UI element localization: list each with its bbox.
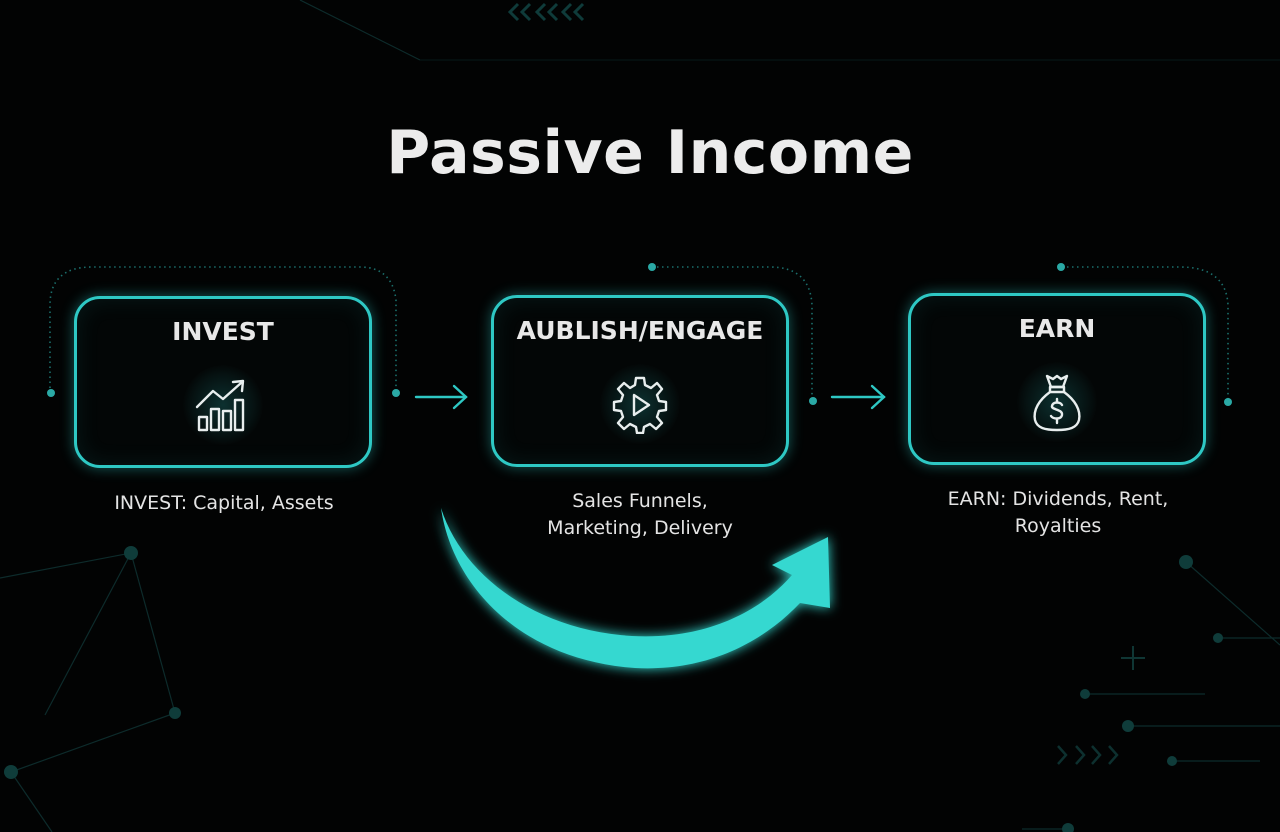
caption-line: Royalties xyxy=(1014,515,1102,537)
step-title-earn: EARN xyxy=(1018,314,1096,343)
right-arrow-icon xyxy=(830,384,886,410)
gear-play-icon xyxy=(600,364,680,444)
step-card-publish-engage: AUBLISH/ENGAGE xyxy=(491,295,789,467)
caption-line: EARN: Dividends, Rent, xyxy=(947,488,1169,510)
caption-line: Marketing, Delivery xyxy=(547,517,733,539)
step-title-publish-engage: AUBLISH/ENGAGE xyxy=(516,316,764,345)
step-card-earn: EARN xyxy=(908,293,1206,465)
right-arrow-icon xyxy=(414,384,468,410)
step-title-invest: INVEST xyxy=(172,317,274,346)
page-title: Passive Income xyxy=(386,118,914,188)
step-card-invest: INVEST xyxy=(74,296,372,468)
money-bag-icon xyxy=(1017,362,1097,442)
growth-chart-icon xyxy=(183,365,263,445)
step-caption-publish-engage: Sales Funnels, Marketing, Delivery xyxy=(491,488,789,542)
caption-line: INVEST: Capital, Assets xyxy=(114,492,334,514)
step-caption-invest: INVEST: Capital, Assets xyxy=(74,490,374,517)
caption-line: Sales Funnels, xyxy=(572,490,708,512)
step-caption-earn: EARN: Dividends, Rent, Royalties xyxy=(908,486,1208,540)
